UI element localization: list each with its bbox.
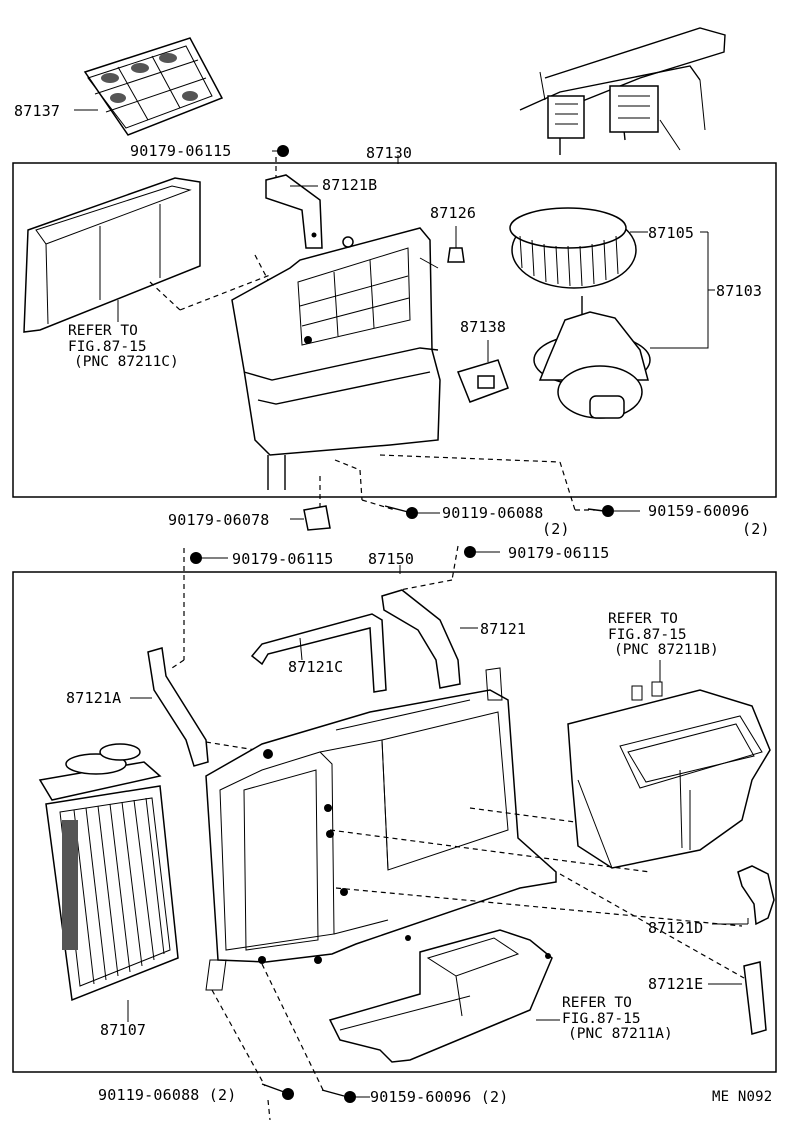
nut-90179-06115-top: [277, 145, 289, 157]
bracket-87121B: [265, 174, 323, 249]
refer-line: (PNC 87211B): [614, 642, 719, 658]
screw-90119-06088-top: [384, 505, 440, 519]
bracket-87121D: [712, 865, 775, 926]
label-90119-06088-top-qty: (2): [542, 520, 570, 538]
label-87138: 87138: [460, 318, 507, 336]
heater-housing-87150: [205, 667, 745, 1093]
label-87121A: 87121A: [66, 689, 122, 707]
refer-note-upper-left: REFER TO FIG.87-15 (PNC 87211C): [68, 323, 179, 371]
refer-line: REFER TO: [608, 611, 678, 627]
label-90159-60096-top: 90159-60096: [648, 502, 750, 520]
label-87121E: 87121E: [648, 975, 704, 993]
clip-90179-06078: [290, 505, 331, 531]
motor: [533, 296, 651, 419]
figure-code: ME N092: [712, 1089, 773, 1105]
label-90119-06088-bot: 90119-06088 (2): [98, 1086, 237, 1104]
fan-87105: [509, 207, 648, 289]
label-87121B: 87121B: [322, 176, 378, 194]
heater-core-87107: [38, 743, 179, 1022]
bracket-line-87103: [650, 232, 709, 349]
dashboard-illustration: [519, 27, 726, 155]
resistor-87138: [456, 340, 509, 403]
refer-line: (PNC 87211C): [74, 354, 179, 370]
label-87103: 87103: [716, 282, 763, 300]
label-90159-60096-bot: 90159-60096 (2): [370, 1088, 509, 1106]
nut-90179-06115-left: [190, 552, 202, 564]
label-90119-06088-top: 90119-06088: [442, 504, 544, 522]
label-87137: 87137: [14, 102, 61, 120]
bracket-87121A: [130, 647, 269, 767]
label-90179-06115-mid2: 90179-06115: [508, 544, 610, 562]
filter-87137: [74, 37, 224, 136]
upper-assembly-frame: [12, 162, 777, 498]
label-87121D: 87121D: [648, 919, 704, 937]
refer-line: FIG.87-15: [68, 338, 147, 355]
refer-note-bottom-center: REFER TO FIG.87-15 (PNC 87211A): [562, 995, 673, 1043]
label-87121: 87121: [480, 620, 527, 638]
bracket-87121E: [708, 961, 767, 1035]
refer-note-right-middle: REFER TO FIG.87-15 (PNC 87211B): [608, 611, 719, 659]
refer-line: (PNC 87211A): [568, 1026, 673, 1042]
label-87107: 87107: [100, 1021, 147, 1039]
clip-87126: [447, 226, 465, 263]
bracket-87121C: [250, 613, 387, 693]
refer-line: FIG.87-15: [608, 626, 687, 643]
case-87211B: [567, 660, 771, 869]
cover-87211C: [23, 177, 271, 333]
nut-90179-06115-right: [464, 546, 476, 558]
label-90179-06115-top: 90179-06115: [130, 142, 232, 160]
refer-line: REFER TO: [68, 323, 138, 339]
bracket-87121: [381, 589, 478, 689]
label-90159-60096-top-qty: (2): [742, 520, 770, 538]
label-87150: 87150: [368, 550, 415, 568]
refer-line: FIG.87-15: [562, 1010, 641, 1027]
blower-case-87130: [231, 227, 595, 511]
screw-90119-06088-bot: [261, 1083, 294, 1121]
label-87130: 87130: [366, 144, 413, 162]
label-87126: 87126: [430, 204, 477, 222]
label-87121C: 87121C: [288, 658, 344, 676]
screw-90159-60096-bot: [321, 1089, 370, 1103]
screw-90159-60096-top: [587, 505, 640, 517]
duct-87211A: [328, 929, 560, 1063]
label-90179-06115-mid1: 90179-06115: [232, 550, 334, 568]
label-90179-06078: 90179-06078: [168, 511, 270, 529]
refer-line: REFER TO: [562, 995, 632, 1011]
lower-assembly-frame: [12, 571, 777, 1073]
label-87105: 87105: [648, 224, 695, 242]
